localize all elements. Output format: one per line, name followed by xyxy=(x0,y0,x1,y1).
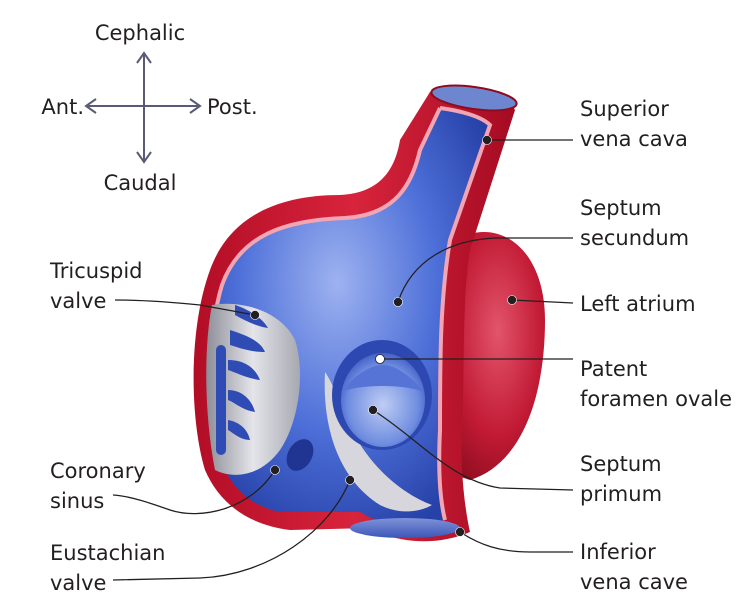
cephalic-label: Cephalic xyxy=(95,21,185,45)
orientation-compass: Cephalic Caudal Ant. Post. xyxy=(41,21,257,195)
tricuspid-valve-shape xyxy=(206,303,300,475)
pfo-label-line1: Patent xyxy=(580,357,647,381)
right-atrium-illustration xyxy=(193,84,545,542)
right-labels: Superior vena cava Septum secundum Left … xyxy=(580,97,732,594)
septum-primum-label-line2: primum xyxy=(580,482,662,506)
eustachian-label-line1: Eustachian xyxy=(50,541,166,565)
posterior-label: Post. xyxy=(207,95,258,119)
left-atrium-shape xyxy=(440,231,545,480)
ivc-label-line1: Inferior xyxy=(580,540,656,564)
coronary-sinus-opening xyxy=(286,439,314,471)
ivc-opening xyxy=(350,518,460,538)
tricuspid-label-line1: Tricuspid xyxy=(49,259,143,283)
svc-opening xyxy=(430,84,518,112)
eustachian-label-line2: valve xyxy=(50,571,106,595)
chamber-rim xyxy=(437,106,493,521)
coronary-sinus-label-line1: Coronary xyxy=(50,459,146,483)
septum-primum-label-line1: Septum xyxy=(580,452,662,476)
left-atrium-label: Left atrium xyxy=(580,292,696,316)
leader-dots xyxy=(250,135,517,537)
svc-label-line2: vena cava xyxy=(580,127,688,151)
caudal-label: Caudal xyxy=(104,171,177,195)
leader-lines xyxy=(112,139,574,581)
septum-secundum-label-line2: secundum xyxy=(580,226,689,250)
tricuspid-chordae xyxy=(216,305,268,455)
pfo-label-line2: foramen ovale xyxy=(580,387,732,411)
septum-primum-flap xyxy=(341,365,424,392)
tricuspid-label-line2: valve xyxy=(50,289,106,313)
coronary-sinus-label-line2: sinus xyxy=(50,489,104,513)
svc-label-line1: Superior xyxy=(580,97,669,121)
ivc-label-line2: vena cave xyxy=(580,570,688,594)
anterior-label: Ant. xyxy=(41,95,84,119)
septum-secundum-label-line1: Septum xyxy=(580,196,662,220)
left-labels: Tricuspid valve Coronary sinus Eustachia… xyxy=(49,259,166,595)
